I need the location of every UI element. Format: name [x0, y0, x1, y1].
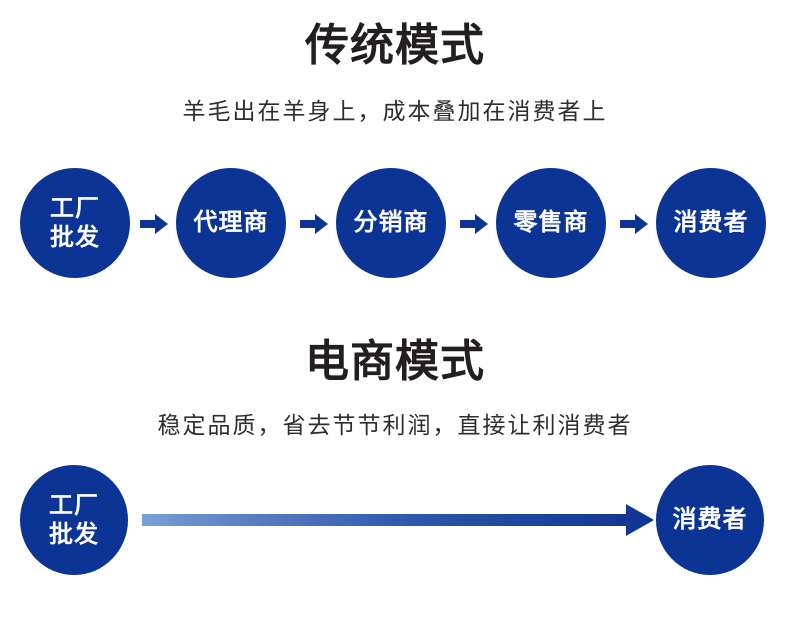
flow-node-label: 工厂 批发 [49, 491, 99, 548]
arrow-right-icon [300, 214, 328, 234]
flow-node-label: 消费者 [673, 209, 749, 237]
section-title-traditional: 传统模式 [305, 21, 485, 70]
arrow-right-icon [140, 214, 168, 234]
flow-node-agent[interactable]: 代理商 [176, 168, 286, 278]
flow-node-factory-wholesale[interactable]: 工厂 批发 [20, 168, 130, 278]
flow-node-consumer[interactable]: 消费者 [656, 465, 764, 575]
flow-node-label: 零售商 [513, 209, 589, 237]
long-arrow-right-icon [142, 498, 654, 542]
section-subtitle-ecommerce: 稳定品质，省去节节利润，直接让利消费者 [157, 412, 633, 438]
flow-node-label: 工厂 批发 [50, 194, 100, 251]
flow-node-label: 分销商 [353, 209, 429, 237]
flow-node-retailer[interactable]: 零售商 [496, 168, 606, 278]
section-title-ecommerce: 电商模式 [305, 337, 485, 386]
flow-node-label: 代理商 [193, 209, 269, 237]
arrow-right-icon [620, 214, 648, 234]
flow-node-factory-wholesale[interactable]: 工厂 批发 [20, 465, 128, 575]
section-subtitle-traditional: 羊毛出在羊身上，成本叠加在消费者上 [182, 98, 608, 124]
arrow-right-icon [460, 214, 488, 234]
flow-node-consumer[interactable]: 消费者 [656, 168, 766, 278]
flow-node-distributor[interactable]: 分销商 [336, 168, 446, 278]
flow-node-label: 消费者 [672, 506, 748, 534]
